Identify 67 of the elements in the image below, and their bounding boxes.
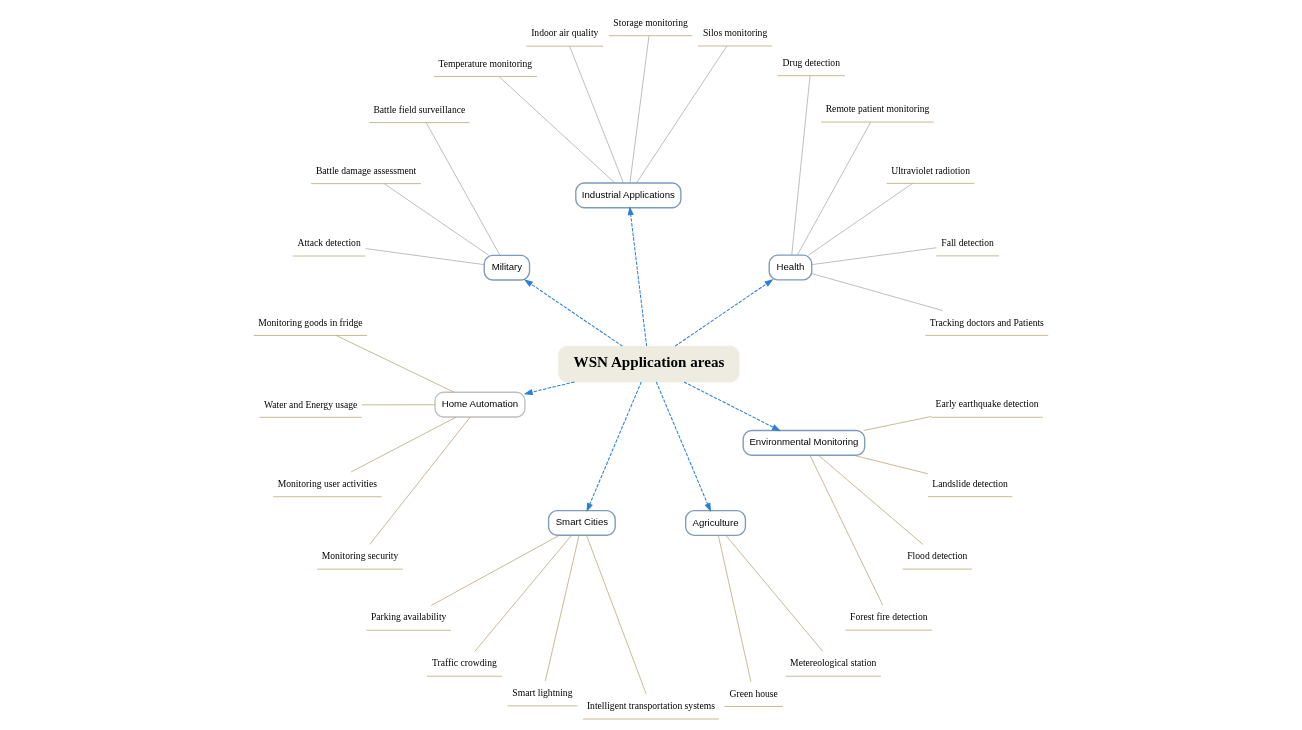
connector (808, 183, 913, 256)
node-text: Intelligent transportation systems (586, 700, 716, 712)
node-text: Monitoring security (321, 550, 399, 562)
connector (361, 404, 436, 406)
connector (636, 45, 728, 184)
node-box: WSN Application areas (558, 345, 740, 383)
connector (350, 416, 457, 473)
node-text: Forest fire detection (850, 611, 928, 623)
node-text: Early earthquake detection (935, 398, 1039, 410)
node-text: Metereological station (790, 657, 877, 669)
node-text: Temperature monitoring (438, 57, 533, 69)
node-text: Green house (729, 687, 778, 699)
connector (383, 183, 490, 256)
node-text: Monitoring user activities (277, 477, 377, 489)
connector (725, 535, 824, 652)
node-text: Indoor air quality (531, 27, 599, 39)
connector (796, 121, 871, 256)
arrow (523, 381, 576, 396)
connector (809, 455, 884, 606)
node-box: Industrial Applications (575, 182, 682, 209)
connector (569, 45, 624, 184)
node-text: Flood detection (907, 550, 968, 562)
node-text: Tracking doctors and Patients (929, 316, 1044, 328)
node-box: Agriculture (685, 509, 747, 536)
node-text: Traffic crowding (431, 657, 497, 669)
arrow (683, 381, 781, 432)
node-text: Water and Energy usage (264, 398, 358, 410)
connector (818, 454, 924, 545)
node-box: Environmental Monitoring (742, 429, 866, 456)
node-text: Storage monitoring (613, 16, 688, 28)
connector (365, 248, 485, 265)
node-box: Home Automation (434, 391, 526, 418)
node-text: Ultraviolet radiotion (891, 164, 970, 176)
connector (811, 247, 937, 265)
connector (425, 122, 501, 256)
node-text: Fall detection (941, 237, 994, 249)
node-text: Monitoring goods in fridge (258, 316, 363, 328)
node-box: Military (483, 254, 531, 281)
node-text: Landslide detection (932, 477, 1008, 489)
node-text: Remote patient monitoring (825, 103, 930, 115)
node-box: Health (768, 254, 813, 281)
node-text: Drug detection (782, 56, 840, 68)
node-text: Smart lightning (512, 687, 573, 699)
arrow (627, 206, 648, 347)
arrow (674, 279, 774, 347)
connector (474, 535, 572, 652)
connector (431, 535, 560, 606)
connector (863, 416, 932, 431)
node-box: Smart Cities (547, 509, 616, 536)
connector (811, 273, 944, 311)
connector (853, 454, 929, 475)
connector (586, 535, 647, 695)
node-text: Attack detection (297, 237, 361, 249)
connector (335, 335, 455, 393)
connector (718, 535, 752, 683)
arrow (586, 381, 642, 512)
node-text: Parking availability (370, 611, 447, 623)
node-text: Battle damage assessment (315, 164, 417, 176)
arrow (523, 279, 623, 347)
connector (791, 75, 811, 256)
connector (544, 535, 580, 682)
node-text: Battle field surveillance (373, 103, 466, 115)
connector (629, 35, 650, 184)
arrow (655, 381, 711, 512)
connector (498, 76, 615, 184)
node-text: Silos monitoring (702, 27, 768, 39)
connector (369, 416, 471, 545)
